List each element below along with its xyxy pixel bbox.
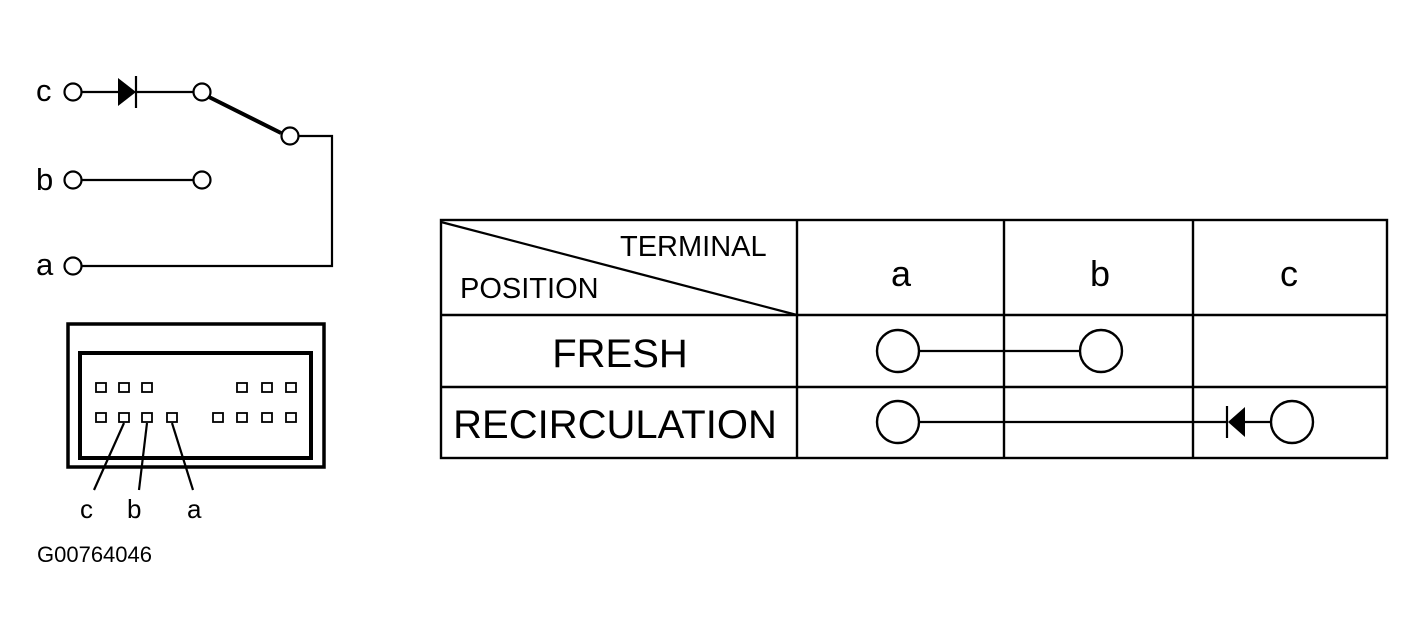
switch-pivot (280, 126, 300, 146)
connector-label-a: a (187, 494, 202, 524)
connector-inner-frame (78, 351, 313, 460)
connector-pin (95, 412, 107, 423)
leader-line-a (170, 422, 195, 491)
connector-pin (95, 382, 107, 393)
connector-pin-b (141, 412, 153, 423)
leader-line-c (92, 422, 126, 491)
continuity-node-a (875, 399, 921, 445)
header-terminal: TERMINAL (620, 231, 767, 263)
figure-code: G00764046 (37, 542, 152, 567)
connector-outer-frame (66, 322, 326, 469)
diode-icon (1228, 407, 1245, 437)
connector-pin (285, 382, 297, 393)
connector-pin (141, 382, 153, 393)
connector-pin (261, 382, 273, 393)
wire-a-common (82, 134, 334, 268)
switch-contact-c (192, 82, 212, 102)
table-border (439, 218, 1389, 460)
connector-pin (261, 412, 273, 423)
continuity-fresh (875, 328, 1124, 374)
row-label-recirculation: RECIRCULATION (453, 403, 777, 447)
connector-pin-a (166, 412, 178, 423)
terminal-node-b (63, 170, 83, 190)
header-position: POSITION (460, 273, 599, 305)
connector-label-c: c (80, 494, 93, 524)
continuity-table: TERMINAL POSITION a b c FRESH RECIRCULAT… (439, 218, 1389, 460)
connector-pin-c (118, 412, 130, 423)
connector-pin (118, 382, 130, 393)
connector-face: c b a (66, 322, 326, 524)
terminal-label-b: b (36, 162, 53, 197)
header-diagonal (440, 220, 798, 317)
terminal-node-c (63, 82, 83, 102)
switch-contact-b (192, 170, 212, 190)
continuity-recirculation (875, 399, 1315, 445)
switch-arm (208, 95, 282, 135)
continuity-node-c (1269, 399, 1315, 445)
leader-line-b (137, 422, 149, 491)
diode-icon (118, 78, 136, 106)
connector-pin (212, 412, 224, 423)
continuity-node-a (875, 328, 921, 374)
connector-label-b: b (127, 494, 141, 524)
column-header-b: b (1090, 253, 1110, 294)
terminal-node-a (63, 256, 83, 276)
row-label-fresh: FRESH (552, 332, 688, 376)
connector-pin (236, 412, 248, 423)
continuity-node-b (1078, 328, 1124, 374)
column-header-c: c (1280, 253, 1298, 294)
terminal-label-a: a (36, 247, 54, 282)
terminal-label-c: c (36, 73, 52, 108)
connector-pin (236, 382, 248, 393)
connector-pin (285, 412, 297, 423)
column-header-a: a (891, 253, 912, 294)
switch-schematic: c b a (36, 73, 334, 282)
